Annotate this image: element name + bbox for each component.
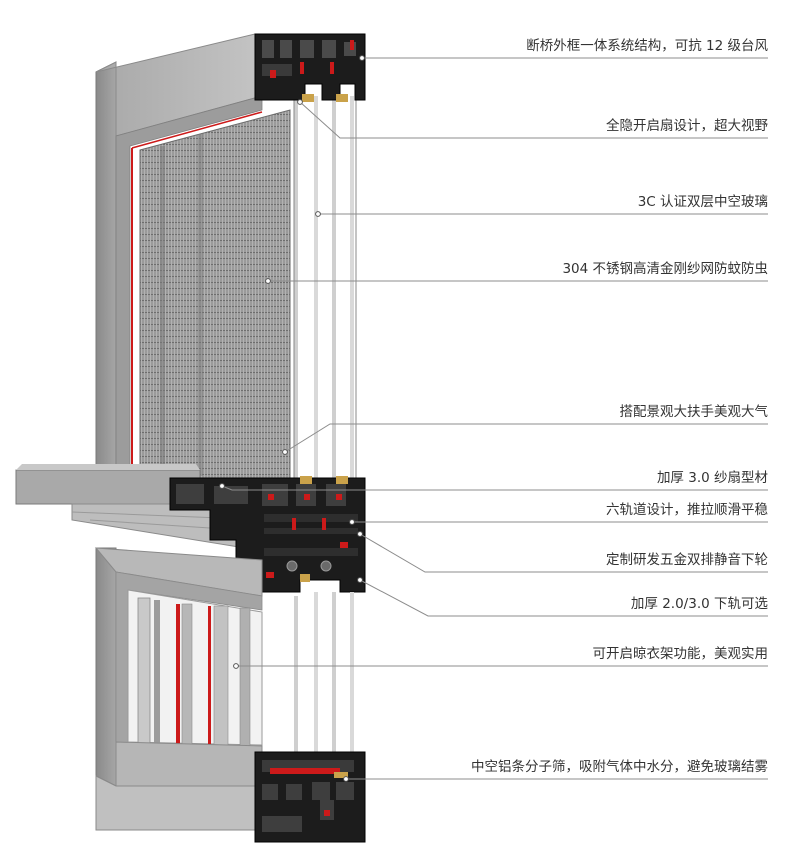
callout-label-10: 可开启晾衣架功能，美观实用 (592, 646, 769, 662)
lower-outer-post (95, 547, 117, 787)
callout-label-6: 加厚 3.0 纱扇型材 (656, 470, 768, 486)
callout-label-2: 全隐开启扇设计，超大视野 (606, 118, 768, 134)
silent-roller-1 (286, 560, 298, 572)
callout-label-7: 六轨道设计，推拉顺滑平稳 (606, 502, 768, 518)
bottom-frame-profile-section (254, 751, 366, 843)
lower-window-opening (127, 589, 263, 746)
lower-window (94, 547, 354, 831)
callout-label-8: 定制研发五金双排静音下轮 (606, 552, 768, 568)
leader-line-2 (299, 101, 768, 139)
callout-label-9: 加厚 2.0/3.0 下轨可选 (630, 596, 768, 612)
leader-lines (221, 57, 768, 780)
screen-sash-stile-2 (198, 134, 203, 476)
top-frame-profile-section (254, 33, 366, 102)
callout-label-3: 3C 认证双层中空玻璃 (637, 194, 768, 210)
outer-frame-left-post (95, 61, 117, 471)
mid-sill-assembly (15, 464, 366, 593)
leader-line-6 (221, 485, 768, 491)
callout-label-1: 断桥外框一体系统结构，可抗 12 级台风 (526, 38, 768, 54)
upper-window (95, 33, 357, 480)
seal-strip-top (131, 111, 263, 149)
leader-line-5 (284, 423, 768, 453)
callout-label-5: 搭配景观大扶手美观大气 (619, 404, 769, 420)
screen-sash-stile-1 (160, 146, 165, 476)
callout-label-4: 304 不锈钢高清金刚纱网防蚊防虫 (562, 261, 768, 277)
callout-label-11: 中空铝条分子筛，吸附气体中水分，避免玻璃结雾 (471, 759, 768, 775)
leader-line-9 (359, 579, 768, 617)
silent-roller-2 (320, 560, 332, 572)
leader-endpoints (219, 55, 365, 782)
leader-line-8 (359, 533, 768, 573)
